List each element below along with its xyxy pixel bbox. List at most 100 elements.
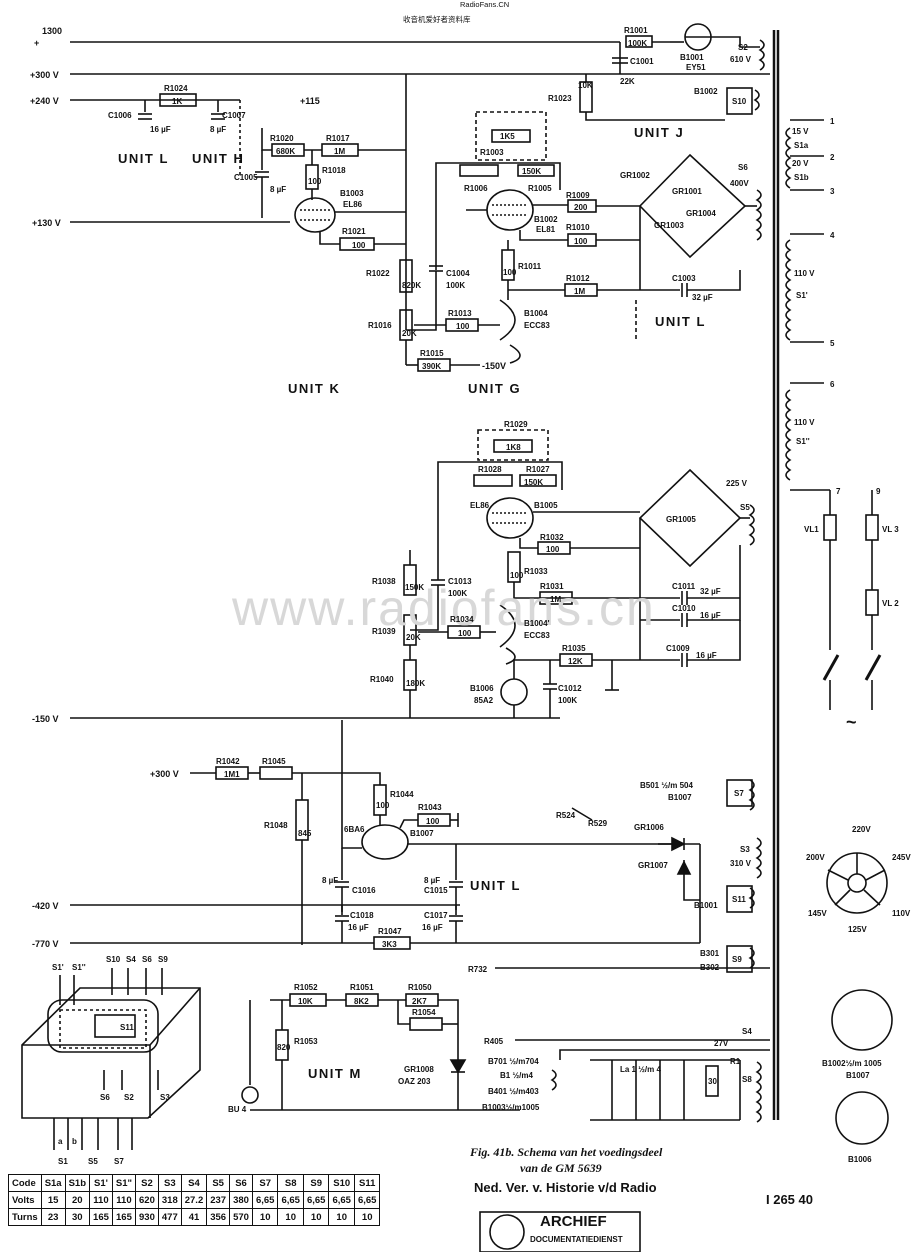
value-r1016: 20K [402, 329, 417, 338]
value-r1029: 1K8 [506, 443, 521, 452]
label-el86: EL86 [343, 200, 363, 209]
fuse-vl2: VL 2 [882, 599, 899, 608]
rail-plus-300: +300 V [30, 70, 59, 80]
value-r1050: 2K7 [412, 997, 427, 1006]
label-r1020: R1020 [270, 134, 294, 143]
label-r1044: R1044 [390, 790, 414, 799]
value-r1005: 150K [522, 167, 541, 176]
label-r405: R405 [484, 1037, 504, 1046]
drawing-s11: S11 [120, 1023, 134, 1032]
table-cell: 318 [157, 1191, 182, 1209]
label-c1006: C1006 [108, 111, 132, 120]
value-r1017: 1M [334, 147, 345, 156]
value-c1010: 16 µF [700, 611, 721, 620]
table-header-cell: S1b [64, 1174, 91, 1192]
label-r1048: R1048 [264, 821, 288, 830]
rail-plus-130: +130 V [32, 218, 61, 228]
caption-line3: Ned. Ver. v. Historie v/d Radio [474, 1180, 657, 1195]
term-9: 9 [876, 487, 881, 496]
label-r1012: R1012 [566, 274, 590, 283]
rail-minus-150b: -150V [482, 361, 506, 371]
label-r1011: R1011 [518, 262, 542, 271]
value-r1052: 10K [298, 997, 313, 1006]
label-c1010: C1010 [672, 604, 696, 613]
rail-1300: 1300 [42, 26, 62, 36]
unit-l-low: UNIT L [470, 878, 521, 893]
unit-l-top: UNIT L [118, 151, 169, 166]
label-r1054: R1054 [412, 1008, 436, 1017]
table-cell: 23 [40, 1208, 66, 1226]
table-cell: 570 [229, 1208, 253, 1226]
label-c1011: C1011 [672, 582, 696, 591]
value-r1047: 3K3 [382, 940, 397, 949]
label-gr1007: GR1007 [638, 861, 668, 870]
term-3: 3 [830, 187, 835, 196]
s1b-volts: 20 V [792, 159, 809, 168]
value-r1043: 100 [426, 817, 440, 826]
label-r1015: R1015 [420, 349, 444, 358]
label-r1010: R1010 [566, 223, 590, 232]
drawing-s1pp: S1'' [72, 963, 86, 972]
label-r1005: R1005 [528, 184, 552, 193]
table-cell: 165 [89, 1208, 113, 1226]
label-c1009: C1009 [666, 644, 690, 653]
label-s7: S7 [734, 789, 744, 798]
table-cell: 10 [251, 1208, 279, 1226]
drawing-s1p: S1' [52, 963, 64, 972]
table-cell: 6,65 [251, 1191, 279, 1209]
value-r1009: 200 [574, 203, 588, 212]
label-r1006: R1006 [464, 184, 488, 193]
table-cell: 380 [229, 1191, 253, 1209]
value-r1020: 680K [276, 147, 295, 156]
s1pp-label: S1'' [796, 437, 810, 446]
table-cell: 477 [157, 1208, 182, 1226]
label-b1001b: B1001 [694, 901, 718, 910]
table-cell: 620 [135, 1191, 159, 1209]
watermark: www.radiofans.cn [231, 580, 656, 636]
label-r1040: R1040 [370, 675, 394, 684]
label-r1016: R1016 [368, 321, 392, 330]
table-cell: Turns [8, 1208, 42, 1226]
table-header-cell: S8 [277, 1174, 304, 1192]
label-gr1006: GR1006 [634, 823, 664, 832]
label-r1050: R1050 [408, 983, 432, 992]
unit-m: UNIT M [308, 1066, 362, 1081]
rail-plus-300b: +300 V [150, 769, 179, 779]
drawing-s2: S2 [124, 1093, 134, 1102]
label-gr1001: GR1001 [672, 187, 702, 196]
header-site: RadioFans.CN [460, 0, 509, 9]
label-c1017: C1017 [424, 911, 448, 920]
value-c1006: 16 µF [150, 125, 171, 134]
label-c1005: C1005 [234, 173, 258, 182]
value-c1009: 16 µF [696, 651, 717, 660]
value-s4: 27V [714, 1039, 729, 1048]
table-cell: 20 [64, 1191, 91, 1209]
table-header-cell: S10 [328, 1174, 355, 1192]
selector-145v: 145V [808, 909, 827, 918]
table-cell: 6,65 [277, 1191, 304, 1209]
ac-mains-symbol: ~ [846, 712, 857, 732]
unit-g: UNIT G [468, 381, 521, 396]
label-b1006: B1006 [470, 684, 494, 693]
label-s6: S6 [738, 163, 748, 172]
label-c1016: C1016 [352, 886, 376, 895]
value-r1033: 100 [510, 571, 524, 580]
label-r529: R529 [588, 819, 608, 828]
drawing-s6: S6 [142, 955, 152, 964]
table-header-cell: S9 [302, 1174, 330, 1192]
label-r1001: R1001 [624, 26, 648, 35]
value-c1013: 100K [448, 589, 467, 598]
label-b1004: B1004 [524, 309, 548, 318]
label-r1042: R1042 [216, 757, 240, 766]
stamp-sub: DOCUMENTATIEDIENST [530, 1235, 623, 1244]
label-r1021: R1021 [342, 227, 366, 236]
value-c1018: 16 µF [348, 923, 369, 932]
drawing-s4: S4 [126, 955, 136, 964]
socket-b1007-label: B1007 [846, 1071, 870, 1080]
rail-plus-115: +115 [300, 96, 320, 106]
label-6ba6: 6BA6 [344, 825, 365, 834]
label-el81: EL81 [536, 225, 556, 234]
rail-1300-sign: + [34, 38, 39, 48]
fuse-vl3: VL 3 [882, 525, 899, 534]
label-ecc83: ECC83 [524, 321, 550, 330]
